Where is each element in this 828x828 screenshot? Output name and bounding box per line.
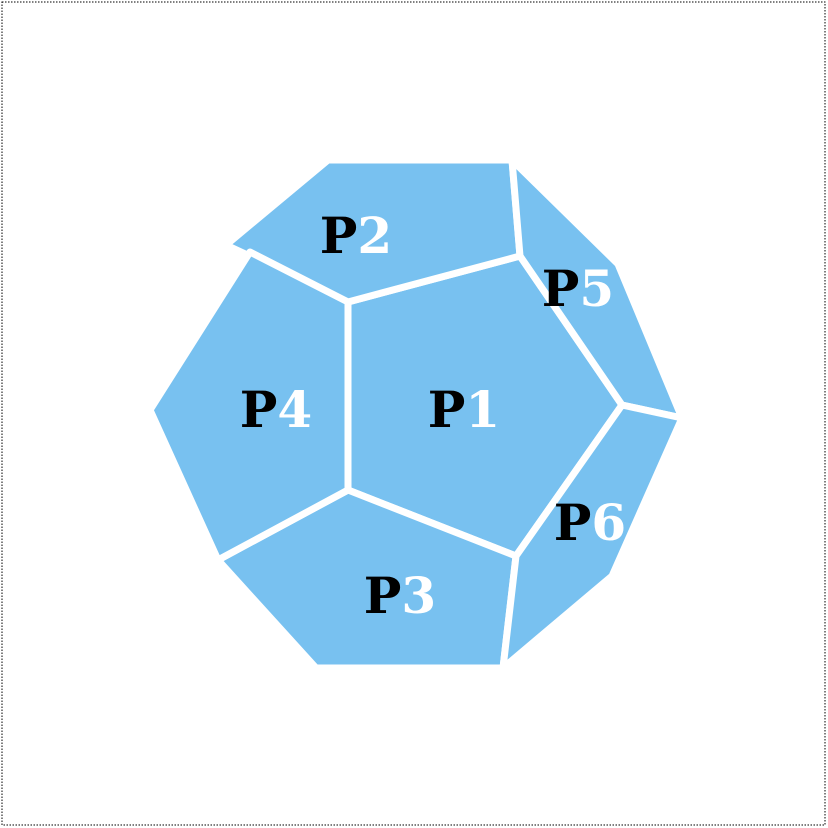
- face-label-p6-number: 6: [591, 493, 626, 552]
- face-labels-group: P1 P2 P3 P4 P5 P6: [240, 206, 626, 625]
- face-label-p4-prefix: P: [240, 380, 278, 439]
- face-label-p1-number: 1: [465, 380, 500, 439]
- face-label-p2-prefix: P: [320, 206, 358, 265]
- faces-group: [146, 156, 686, 672]
- face-label-p4: P4: [240, 380, 312, 439]
- face-label-p2: P2: [320, 206, 392, 265]
- face-label-p5-prefix: P: [542, 259, 580, 318]
- face-label-p6-prefix: P: [554, 493, 592, 552]
- face-label-p6: P6: [554, 493, 626, 552]
- face-label-p2-number: 2: [357, 206, 392, 265]
- face-p6: [499, 401, 686, 672]
- face-label-p3: P3: [364, 566, 436, 625]
- face-label-p5: P5: [542, 259, 614, 318]
- face-label-p5-number: 5: [579, 259, 614, 318]
- face-label-p4-number: 4: [277, 380, 312, 439]
- face-label-p1: P1: [428, 380, 500, 439]
- face-label-p3-number: 3: [401, 566, 436, 625]
- face-label-p3-prefix: P: [364, 566, 402, 625]
- face-p4: [146, 248, 352, 564]
- face-label-p1-prefix: P: [428, 380, 466, 439]
